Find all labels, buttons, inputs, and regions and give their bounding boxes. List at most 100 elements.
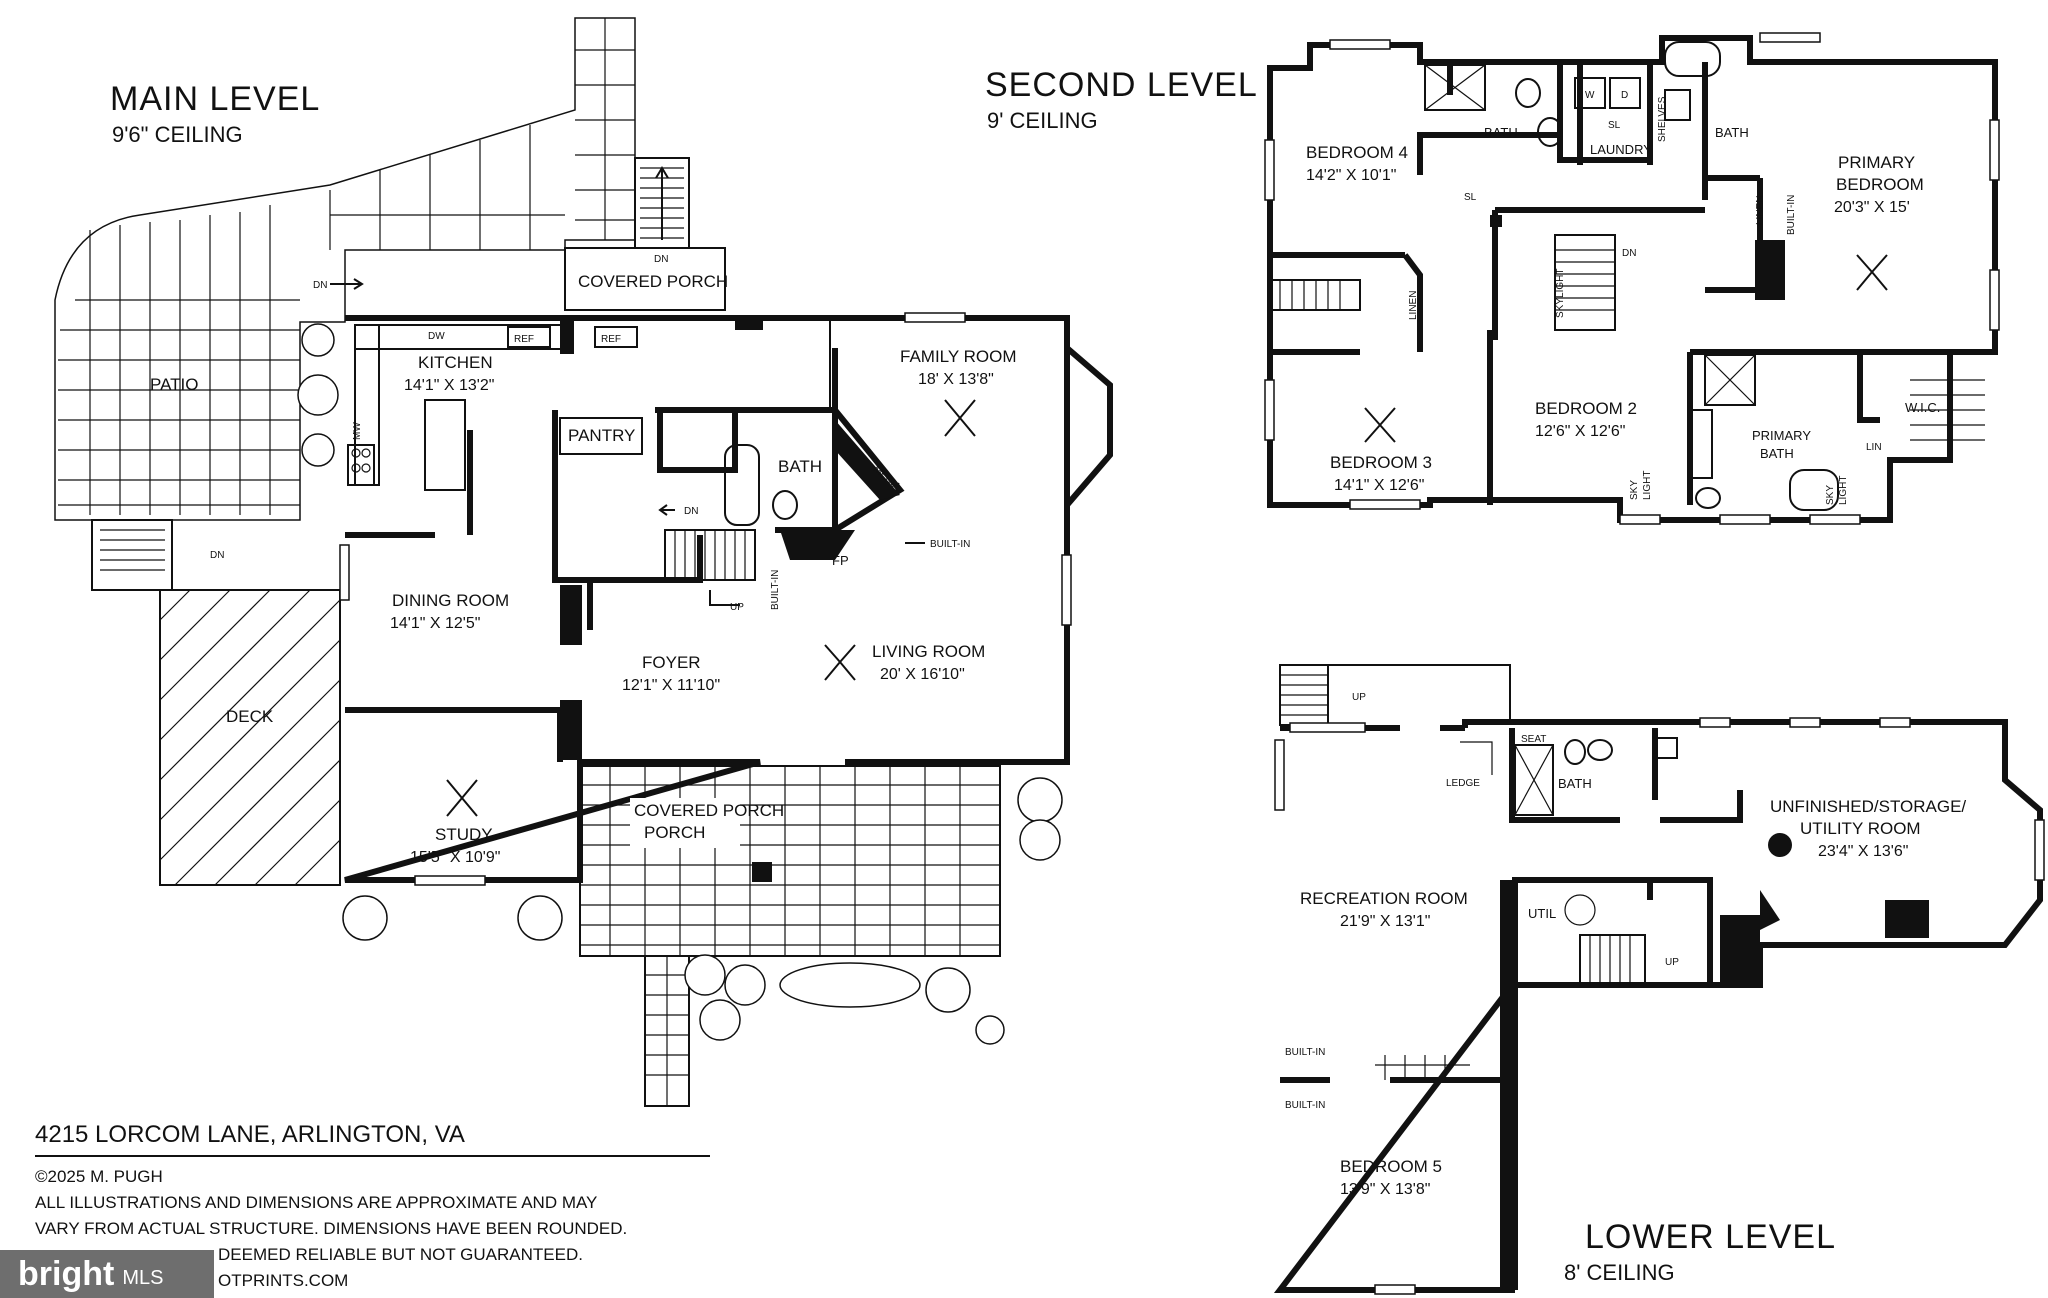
bedroom4-dims: 14'2" X 10'1" [1306,167,1396,184]
deck-outline [159,589,341,886]
copyright: ©2025 M. PUGH [35,1167,163,1186]
unfinished-label1: UNFINISHED/STORAGE/ [1770,797,1966,816]
kitchen-mw: MW [352,422,363,440]
lower-level-ceiling: 8' CEILING [1564,1260,1675,1285]
bedroom2-skylight-sky: SKY [1629,480,1640,500]
unfinished-dims: 23'4" X 13'6" [1818,843,1908,860]
family-room-label: FAMILY ROOM [900,347,1017,366]
stone-pattern [58,18,635,515]
living-room-dims: 20' X 16'10" [880,666,965,683]
bedroom3-ceiling-fan-icon [1364,407,1396,443]
pantry-label: PANTRY [568,426,635,445]
lower-interior-walls [1280,728,1929,1290]
living-built-in: BUILT-IN [930,539,970,550]
kitchen-dw: DW [428,331,445,342]
primary-bath-sky: SKY [1825,485,1836,505]
second-fixtures [1424,41,1985,511]
second-stairs [1269,234,1616,331]
recreation-dims: 21'9" X 13'1" [1340,913,1430,930]
second-interior-walls [1270,62,1995,505]
badge-suffix: MLS [122,1266,164,1289]
disclaimer-line1: ALL ILLUSTRATIONS AND DIMENSIONS ARE APP… [35,1193,597,1212]
disclaimer-line4: OTPRINTS.COM [218,1271,348,1290]
hall-linen: LINEN [1408,291,1419,320]
bath2-label: BATH [1715,125,1749,140]
front-porch-brick-pattern [580,766,1000,956]
foyer-label: FOYER [642,653,701,672]
family-room-ceiling-fan-icon [944,399,976,437]
lower-util-up: UP [1665,957,1679,968]
main-bath-label: BATH [778,457,822,476]
front-porch-label2: PORCH [644,823,705,842]
study-dims: 15'5" X 10'9" [410,849,500,866]
living-room-ceiling-fan-icon [824,644,856,681]
unfinished-label2: UTILITY ROOM [1800,819,1921,838]
laundry-sl: SL [1608,120,1621,131]
second-level-plan: DN SKYLIGHT W D SL SL LAUNDRY SHELVES BA… [985,35,1998,523]
disclaimer-line2: VARY FROM ACTUAL STRUCTURE. DIMENSIONS H… [35,1219,627,1238]
main-stairs [664,529,756,606]
kitchen-fixtures [347,324,638,491]
front-walk-pattern [645,956,689,1106]
foyer-dims: 12'1" X 11'10" [622,677,720,694]
deck-hatching [159,589,341,886]
primary-ceiling-fan-icon [1856,254,1888,291]
lower-stairs-up: UP [1352,692,1366,703]
patio-dn: DN [313,280,327,291]
patio-dn-arrow [330,278,364,290]
disclaimer-line3: DEEMED RELIABLE BUT NOT GUARANTEED. [218,1245,583,1264]
ledge-label: LEDGE [1446,778,1480,789]
study-label: STUDY [435,825,493,844]
primary-lin: LIN [1866,442,1882,453]
bedroom3-dims: 14'1" X 12'6" [1334,477,1424,494]
bedroom5-label: BEDROOM 5 [1340,1157,1442,1176]
front-covered-porch [579,765,1001,957]
main-stairs-up: UP [730,602,744,613]
second-level-walls [1267,35,1998,523]
primary-bedroom-dims: 20'3" X 15' [1834,199,1910,216]
family-room-dims: 18' X 13'8" [918,371,994,388]
hall-sl: SL [1464,192,1477,203]
porch-column [752,862,772,882]
dining-room-dims: 14'1" X 12'5" [390,615,480,632]
second-level-title: SECOND LEVEL [985,66,1258,104]
property-address: 4215 LORCOM LANE, ARLINGTON, VA [35,1121,465,1148]
deck-label: DECK [226,707,274,726]
landscaping-shrubs [297,323,1063,1045]
dryer-label: D [1621,90,1628,101]
primary-linen: LINEN [1755,196,1766,225]
lower-built-in-2: BUILT-IN [1285,1100,1325,1111]
bedroom2-label: BEDROOM 2 [1535,399,1637,418]
primary-bath-label2: BATH [1760,446,1794,461]
kitchen-dims: 14'1" X 13'2" [404,377,494,394]
main-level-plan: DN COVERED PORCH DECK DN PATIO DN [54,17,1113,1107]
bath1-label: BATH [1484,125,1518,140]
bedroom3-label: BEDROOM 3 [1330,453,1432,472]
bedroom4-label: BEDROOM 4 [1306,143,1408,162]
bedroom2-skylight-light: LIGHT [1642,471,1653,500]
lower-built-in-1: BUILT-IN [1285,1047,1325,1058]
rear-ref: REF [601,334,621,345]
pantry-box [559,417,643,455]
rear-covered-porch-label: COVERED PORCH [578,272,728,291]
info-block: 4215 LORCOM LANE, ARLINGTON, VA ©2025 M.… [35,1121,710,1290]
recreation-label: RECREATION ROOM [1300,889,1468,908]
main-level-ceiling: 9'6" CEILING [112,122,243,147]
main-stairs-dn-arrow [658,504,675,516]
side-stairs: DN [91,519,224,591]
living-room-label: LIVING ROOM [872,642,985,661]
util-label: UTIL [1528,906,1556,921]
shelves-label: SHELVES [1657,96,1668,142]
bright-mls-watermark: bright MLS [0,1250,214,1298]
primary-bath-label1: PRIMARY [1752,428,1811,443]
primary-bath-light: LIGHT [1838,476,1849,505]
front-porch-label-bg [630,798,740,848]
study-ceiling-fan-icon [446,779,478,817]
main-bathtub [724,444,760,526]
washer-label: W [1585,90,1595,101]
lower-seat-label: SEAT [1521,734,1546,745]
front-porch-label: COVERED PORCH [634,801,784,820]
bedroom2-dims: 12'6" X 12'6" [1535,423,1625,440]
